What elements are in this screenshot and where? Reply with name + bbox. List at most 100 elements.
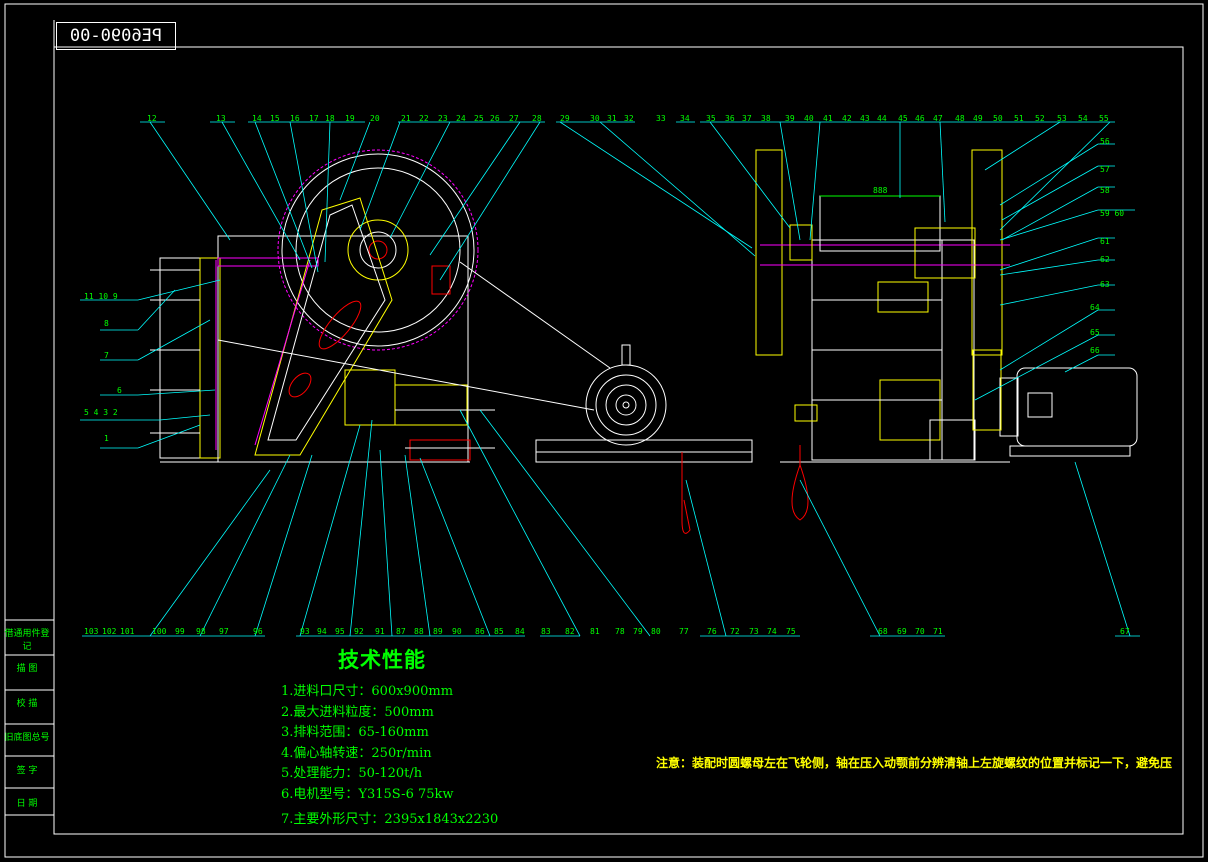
spec-line: 7.主要外形尺寸：2395x1843x2230 xyxy=(281,812,499,827)
callout-27: 27 xyxy=(509,114,519,123)
callout-13: 13 xyxy=(216,114,226,123)
assembly-note: 注意：装配时圆螺母左在飞轮侧，轴在压入动颚前分辨清轴上左旋螺纹的位置并标记一下，… xyxy=(656,756,1173,770)
callout-87: 87 xyxy=(396,627,406,636)
callout-50: 50 xyxy=(993,114,1003,123)
callout-97: 97 xyxy=(219,627,229,636)
callout-74: 74 xyxy=(767,627,777,636)
callout-57: 57 xyxy=(1100,165,1110,174)
side-table-label: 借通用件登记 xyxy=(4,629,50,652)
callout-29: 29 xyxy=(560,114,570,123)
callout-90: 90 xyxy=(452,627,462,636)
callout-43: 43 xyxy=(860,114,870,123)
callout-72: 72 xyxy=(730,627,740,636)
callout-35: 35 xyxy=(706,114,716,123)
callout-48: 48 xyxy=(955,114,965,123)
callout-46: 46 xyxy=(915,114,925,123)
callout-81: 81 xyxy=(590,627,600,636)
side-table-label: 签 字 xyxy=(16,766,38,776)
callout-42: 42 xyxy=(842,114,852,123)
callout-15: 15 xyxy=(270,114,280,123)
callout-85: 85 xyxy=(494,627,504,636)
callout-55: 55 xyxy=(1099,114,1109,123)
callout-52: 52 xyxy=(1035,114,1045,123)
callout-93: 93 xyxy=(300,627,310,636)
callout-45: 45 xyxy=(898,114,908,123)
callout-68: 68 xyxy=(878,627,888,636)
callout-30: 30 xyxy=(590,114,600,123)
callout-38: 38 xyxy=(761,114,771,123)
callout-62: 62 xyxy=(1100,255,1110,264)
callout-54: 54 xyxy=(1078,114,1088,123)
dimension-label: 888 xyxy=(873,186,888,195)
callout-37: 37 xyxy=(742,114,752,123)
callout-91: 91 xyxy=(375,627,385,636)
callout-19: 19 xyxy=(345,114,355,123)
callout-49: 49 xyxy=(973,114,983,123)
callout-88: 88 xyxy=(414,627,424,636)
callout-66: 66 xyxy=(1090,346,1100,355)
callout-94: 94 xyxy=(317,627,327,636)
callout-40: 40 xyxy=(804,114,814,123)
callout-47: 47 xyxy=(933,114,943,123)
callout-98: 98 xyxy=(196,627,206,636)
callout-100: 100 xyxy=(152,627,167,636)
callout-102: 102 xyxy=(102,627,117,636)
callout-36: 36 xyxy=(725,114,735,123)
callout-5-4-3-2: 5 4 3 2 xyxy=(84,408,118,417)
spec-line: 2.最大进料粒度：500mm xyxy=(281,705,434,720)
callout-32: 32 xyxy=(624,114,634,123)
callout-71: 71 xyxy=(933,627,943,636)
spec-line: 1.进料口尺寸：600x900mm xyxy=(281,684,454,699)
callout-96: 96 xyxy=(253,627,263,636)
callout-58: 58 xyxy=(1100,186,1110,195)
callout-26: 26 xyxy=(490,114,500,123)
callout-7: 7 xyxy=(104,351,109,360)
callout-95: 95 xyxy=(335,627,345,636)
callout-41: 41 xyxy=(823,114,833,123)
callout-76: 76 xyxy=(707,627,717,636)
callout-24: 24 xyxy=(456,114,466,123)
callout-39: 39 xyxy=(785,114,795,123)
spec-line: 4.偏心轴转速：250r/min xyxy=(281,746,432,761)
callout-23: 23 xyxy=(438,114,448,123)
callout-89: 89 xyxy=(433,627,443,636)
side-table-label: 描 图 xyxy=(16,664,38,674)
callout-44: 44 xyxy=(877,114,887,123)
callout-84: 84 xyxy=(515,627,525,636)
callout-22: 22 xyxy=(419,114,429,123)
callout-51: 51 xyxy=(1014,114,1024,123)
callout-33: 33 xyxy=(656,114,666,123)
callout-1: 1 xyxy=(104,434,109,443)
callout-99: 99 xyxy=(175,627,185,636)
side-table-grid xyxy=(4,619,55,816)
side-table-label: 校 描 xyxy=(16,699,38,709)
callout-82: 82 xyxy=(565,627,575,636)
callout-16: 16 xyxy=(290,114,300,123)
callout-6: 6 xyxy=(117,386,122,395)
drawing-code: PE6090-00 xyxy=(56,22,176,50)
callout-73: 73 xyxy=(749,627,759,636)
callout-25: 25 xyxy=(474,114,484,123)
side-table-label: 旧底图总号 xyxy=(4,733,50,743)
spec-line: 3.排料范围：65-160mm xyxy=(281,725,429,740)
callout-61: 61 xyxy=(1100,237,1110,246)
callout-18: 18 xyxy=(325,114,335,123)
outer-border xyxy=(4,3,1204,858)
spec-line: 6.电机型号：Y315S-6 75kw xyxy=(281,787,454,802)
callout-64: 64 xyxy=(1090,303,1100,312)
callout-63: 63 xyxy=(1100,280,1110,289)
spec-line: 5.处理能力：50-120t/h xyxy=(281,766,423,781)
tech-title: 技术性能 xyxy=(338,647,426,672)
callout-31: 31 xyxy=(607,114,617,123)
callout-103: 103 xyxy=(84,627,99,636)
callout-34: 34 xyxy=(680,114,690,123)
callout-65: 65 xyxy=(1090,328,1100,337)
front-view xyxy=(150,149,753,534)
callout-80: 80 xyxy=(651,627,661,636)
callout-101: 101 xyxy=(120,627,135,636)
callout-28: 28 xyxy=(532,114,542,123)
inner-border xyxy=(53,46,1184,835)
callout-59-60: 59 60 xyxy=(1100,209,1125,218)
callout-21: 21 xyxy=(401,114,411,123)
